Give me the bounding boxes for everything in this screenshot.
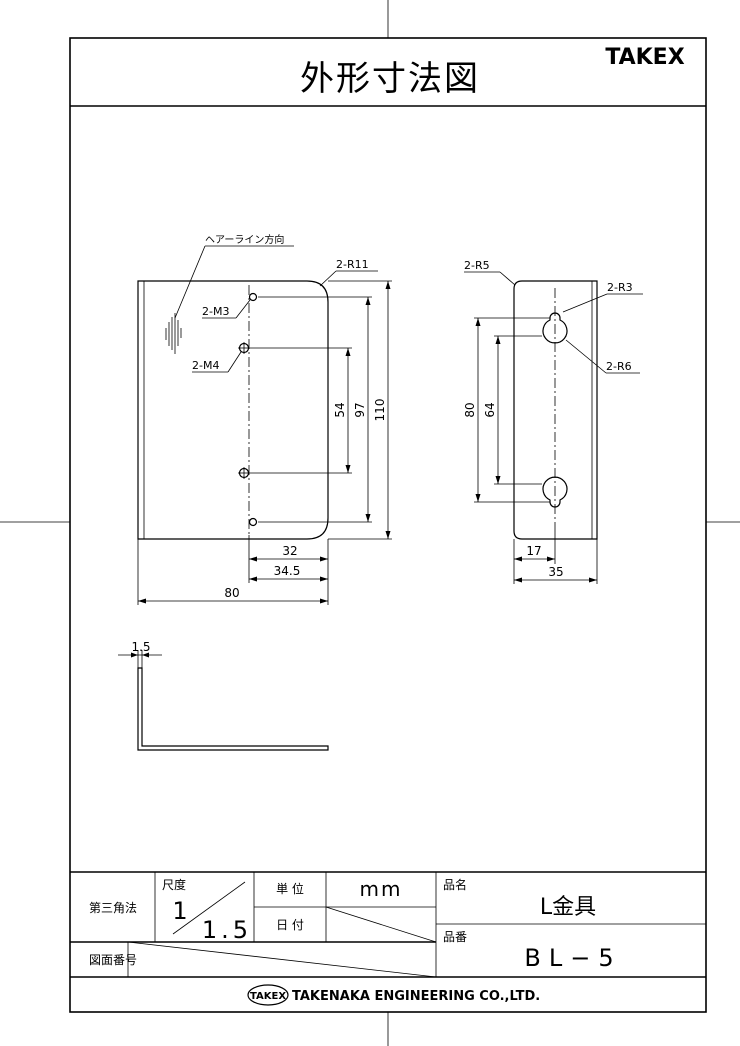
hole-m3-label: 2-M3 bbox=[202, 305, 229, 318]
scale-numerator: 1 bbox=[172, 897, 187, 925]
front-plate-outline bbox=[137, 280, 329, 540]
side-plate-outline bbox=[513, 280, 598, 540]
title-block: 第三角法 尺度 1 1.5 単 位 mm 日 付 品名 L金具 品番 BL−5 … bbox=[70, 871, 706, 1006]
unit-label: 単 位 bbox=[276, 881, 304, 896]
dim-54: 54 bbox=[333, 402, 347, 417]
date-label: 日 付 bbox=[276, 918, 304, 932]
part-name-value: L金具 bbox=[540, 895, 596, 920]
dim-97: 97 bbox=[353, 402, 367, 417]
l-bracket-profile bbox=[137, 667, 329, 751]
drawing-title: 外形寸法図 bbox=[300, 59, 480, 99]
part-name-label: 品名 bbox=[443, 877, 467, 892]
drawing-frame bbox=[69, 37, 707, 1013]
scale-denominator: 1.5 bbox=[202, 916, 252, 944]
hairline-direction-symbol bbox=[165, 313, 182, 354]
dim-80-front: 80 bbox=[224, 586, 239, 600]
company-logo: TAKEX bbox=[250, 991, 286, 1002]
dim-64: 64 bbox=[483, 402, 497, 417]
dim-32: 32 bbox=[282, 544, 297, 558]
dim-17: 17 bbox=[526, 544, 541, 558]
radius-label-r3: 2-R3 bbox=[607, 281, 633, 294]
hole-m3-top bbox=[248, 292, 258, 302]
part-number-label: 品番 bbox=[443, 930, 467, 944]
hole-m4-label: 2-M4 bbox=[192, 359, 219, 372]
keyhole-bottom bbox=[542, 476, 568, 508]
company-name: TAKENAKA ENGINEERING CO.,LTD. bbox=[292, 989, 540, 1004]
dim-thickness: 1.5 bbox=[131, 640, 150, 654]
unit-value: mm bbox=[360, 877, 403, 901]
dim-80-side: 80 bbox=[463, 402, 477, 417]
brand-logo: TAKEX bbox=[605, 45, 684, 70]
hairline-direction-label: ヘアーライン方向 bbox=[205, 233, 284, 246]
front-view: ヘアーライン方向 2-R11 2-M3 2-M4 54 97 bbox=[137, 233, 392, 605]
radius-label-r11: 2-R11 bbox=[336, 258, 369, 271]
dim-34-5: 34.5 bbox=[274, 564, 301, 578]
keyhole-top bbox=[542, 312, 568, 344]
projection-method: 第三角法 bbox=[89, 901, 137, 915]
company-logo-oval bbox=[247, 984, 289, 1006]
hole-m3-bottom bbox=[248, 517, 258, 527]
dim-110: 110 bbox=[373, 399, 387, 422]
dim-35: 35 bbox=[548, 565, 563, 579]
radius-label-r5: 2-R5 bbox=[464, 259, 490, 272]
side-view: 2-R5 2-R3 2-R6 80 64 17 bbox=[463, 259, 643, 584]
part-number-value: BL−5 bbox=[524, 944, 621, 972]
profile-view: 1.5 bbox=[118, 640, 329, 751]
radius-label-r6: 2-R6 bbox=[606, 360, 632, 373]
scale-label: 尺度 bbox=[162, 877, 186, 892]
drawing-number-label: 図面番号 bbox=[89, 953, 137, 967]
